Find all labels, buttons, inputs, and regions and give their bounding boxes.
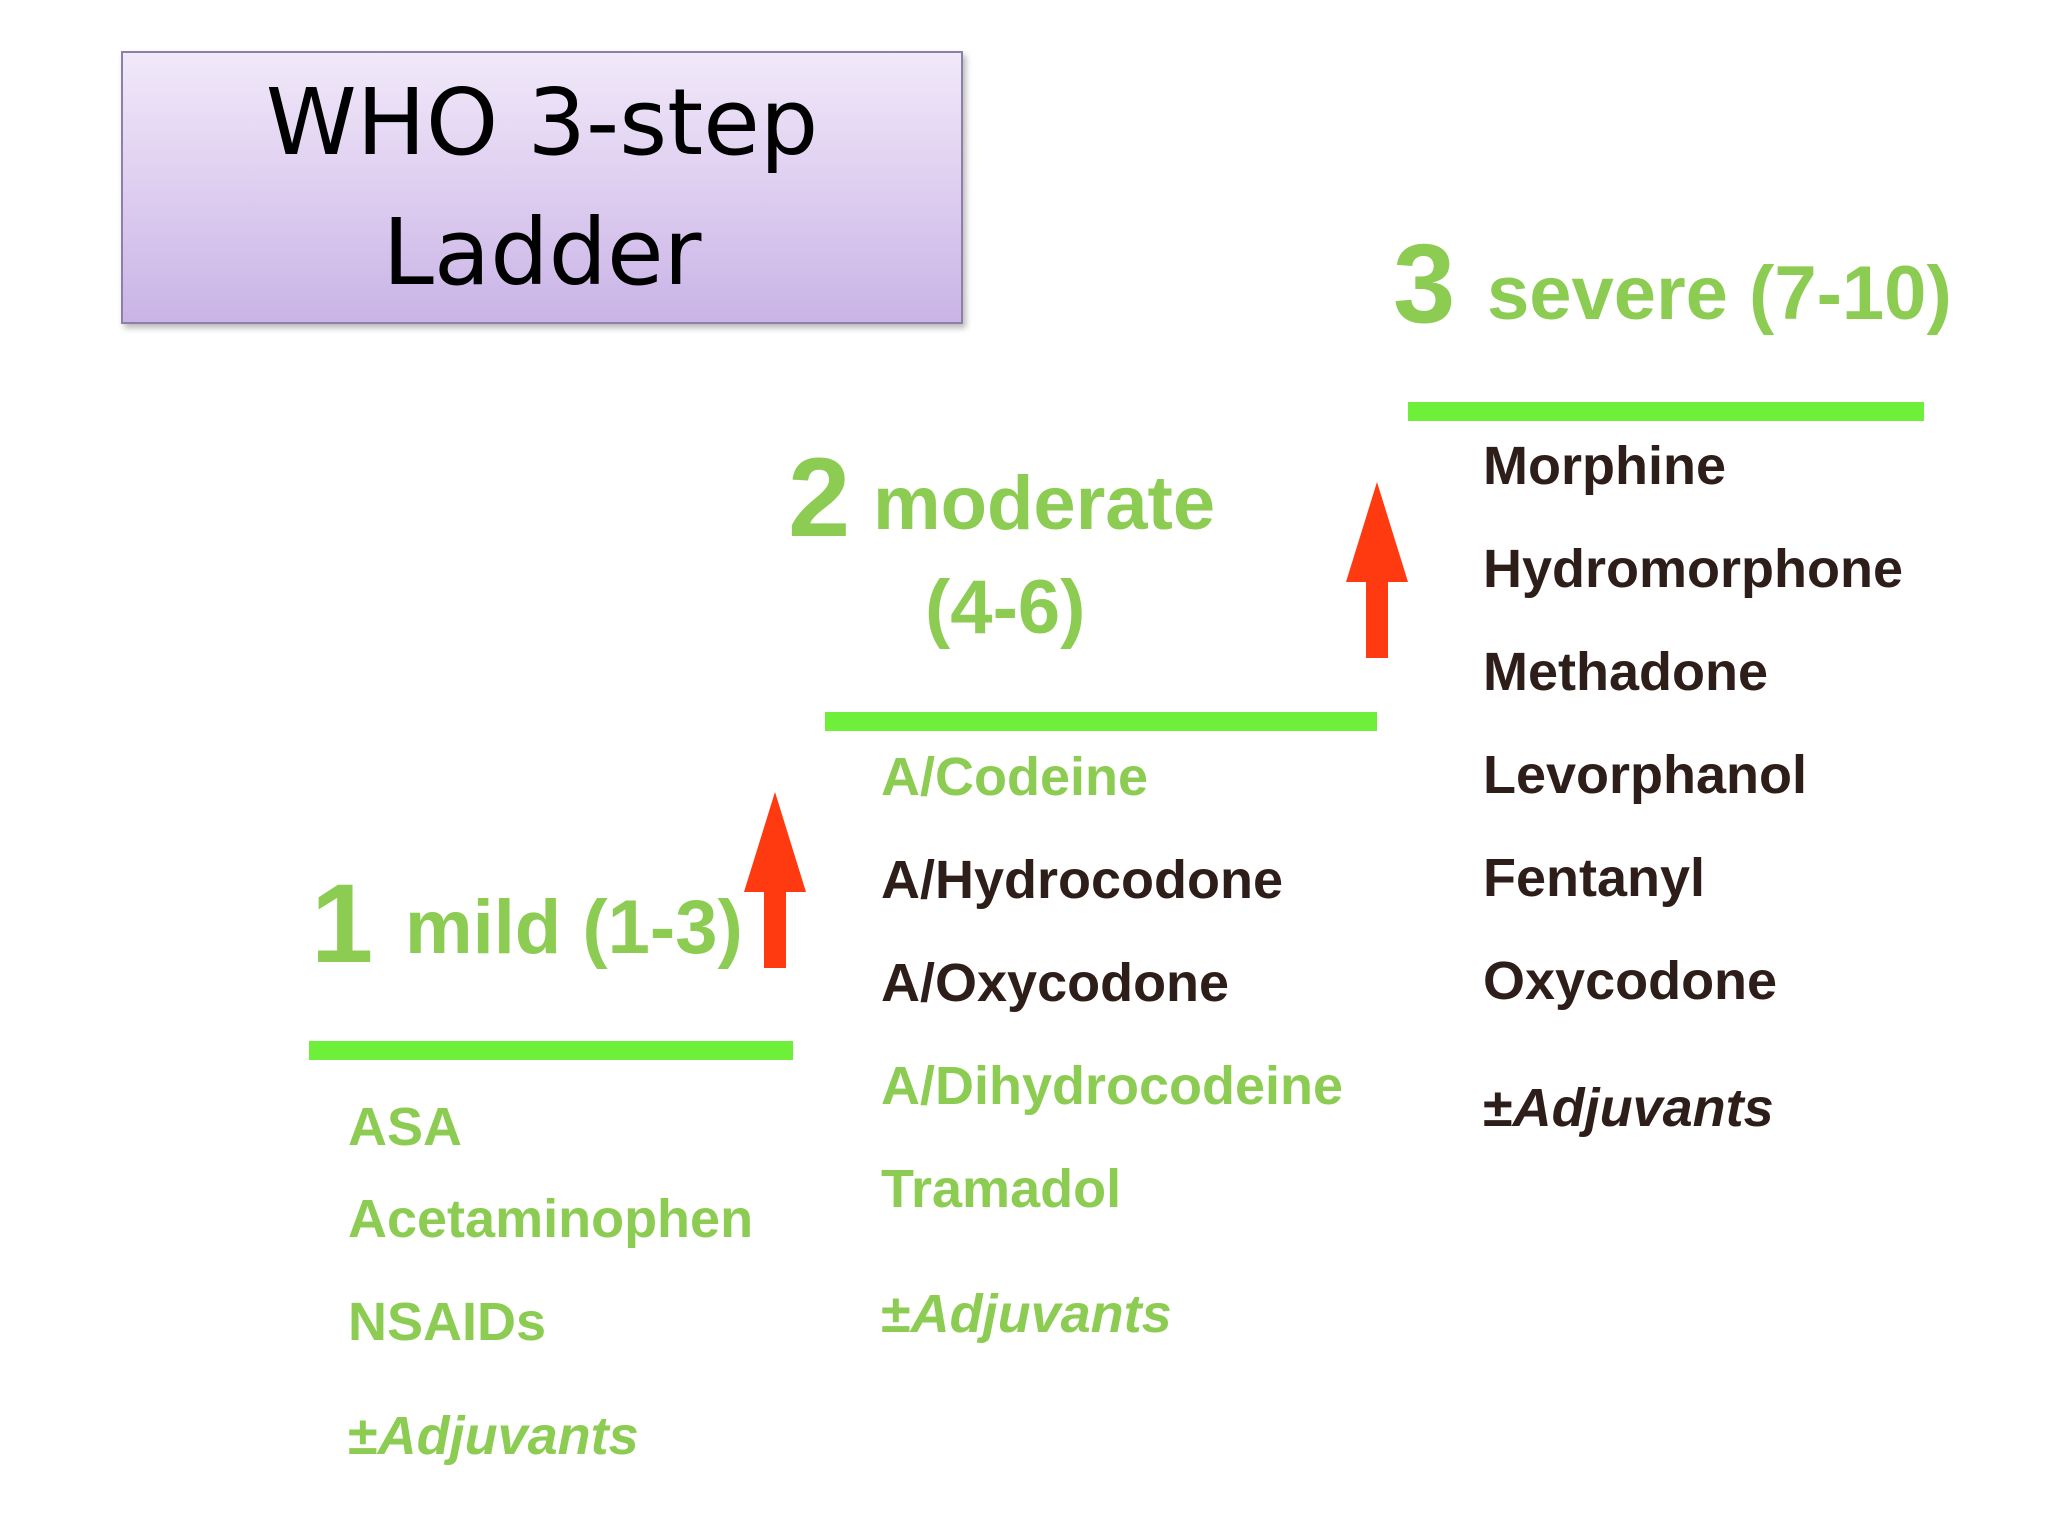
step-2-drug: A/Hydrocodone (881, 850, 1284, 910)
arrow-up-icon-shaft (764, 888, 786, 968)
title-box: WHO 3-step Ladder (121, 51, 963, 324)
plus-minus-sign: ± (348, 1406, 378, 1466)
arrow-up-icon-head (1346, 482, 1408, 582)
step-3-drug: Morphine (1483, 436, 1726, 496)
step-1-adjuvants: ±Adjuvants (348, 1406, 639, 1466)
step-2-label-line-2: (4-6) (925, 565, 1086, 650)
title-line-1: WHO 3-step (265, 68, 819, 176)
step-3-drug: Hydromorphone (1483, 539, 1904, 599)
step-1-number: 1 (311, 861, 374, 986)
step-1-drug: ASA (348, 1097, 463, 1157)
step-3-drug: Methadone (1483, 642, 1769, 702)
title-line-2: Ladder (382, 198, 702, 306)
step-3-drug: Fentanyl (1483, 848, 1706, 908)
step-3-adjuvants: ±Adjuvants (1483, 1078, 1774, 1138)
step-3-drug: Oxycodone (1483, 951, 1778, 1011)
arrow-up-icon (1346, 482, 1408, 658)
plus-minus-sign: ± (881, 1284, 911, 1344)
step-3-drug: Levorphanol (1483, 745, 1808, 805)
adjuvants-label: Adjuvants (910, 1284, 1172, 1344)
arrow-up-icon-shaft (1366, 578, 1388, 658)
step-1-bar (309, 1041, 793, 1060)
step-1-label: mild (1-3) (405, 885, 743, 970)
step-2-bar (825, 712, 1377, 731)
plus-minus-sign: ± (1483, 1078, 1513, 1138)
step-2-label-line-1: moderate (873, 461, 1216, 546)
step-2-adjuvants: ±Adjuvants (881, 1284, 1172, 1344)
adjuvants-label: Adjuvants (377, 1406, 639, 1466)
step-2-drug: A/Dihydrocodeine (881, 1056, 1344, 1116)
step-3-number: 3 (1393, 221, 1456, 346)
step-2-drug: A/Oxycodone (881, 953, 1230, 1013)
step-3-bar (1408, 402, 1924, 421)
step-3-label: severe (7-10) (1487, 251, 1952, 336)
step-1-drug: Acetaminophen (348, 1189, 754, 1249)
step-2-drug: Tramadol (881, 1159, 1122, 1219)
arrow-up-icon-head (744, 792, 806, 892)
step-2-number: 2 (788, 435, 851, 560)
arrow-up-icon (744, 792, 806, 968)
step-1-drug: NSAIDs (348, 1292, 547, 1352)
step-2-drug: A/Codeine (881, 747, 1149, 807)
adjuvants-label: Adjuvants (1512, 1078, 1774, 1138)
